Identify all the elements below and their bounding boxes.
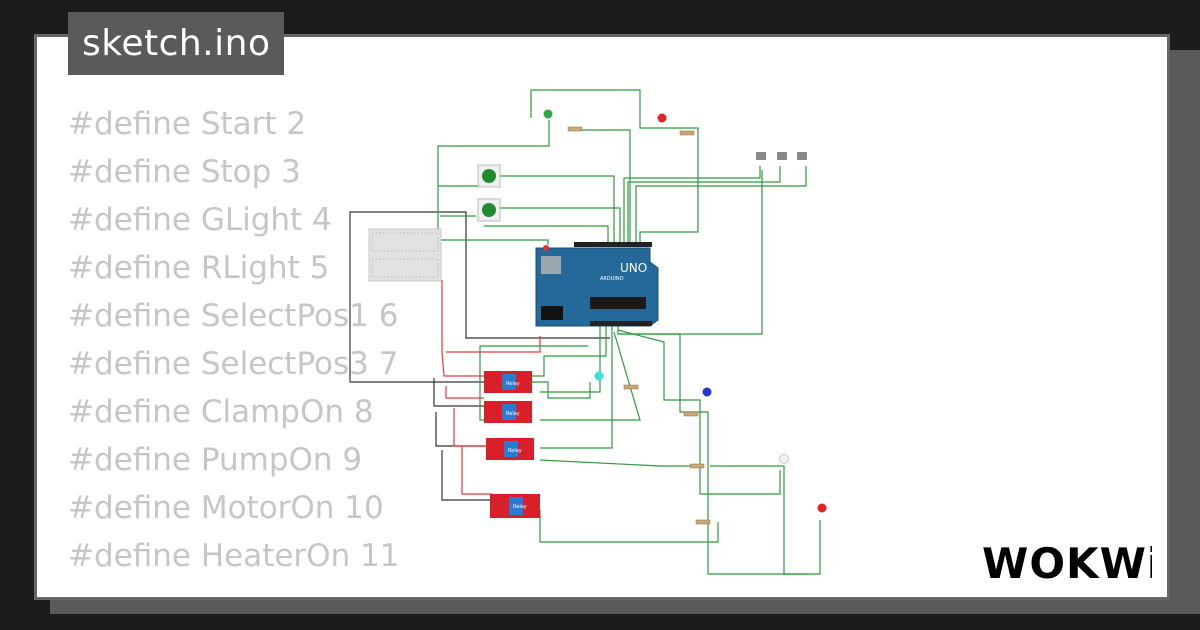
- relay-label: Relay: [506, 381, 520, 387]
- arduino-uno-board: UNO ARDUINO: [535, 242, 659, 327]
- code-line: #define MotorOn 10: [68, 490, 384, 526]
- code-line: #define SelectPos3 7: [68, 346, 399, 382]
- led-green: [543, 109, 553, 119]
- circuit-diagram: UNO ARDUINO Relay Relay Relay Relay: [349, 89, 827, 575]
- breadboard: [368, 228, 442, 282]
- led-blue: [702, 387, 712, 397]
- code-line: #define GLight 4: [68, 202, 332, 238]
- red-wires: [441, 280, 541, 495]
- relay-module-1: Relay: [484, 371, 532, 393]
- code-line: #define PumpOn 9: [68, 442, 363, 478]
- board-model-label: UNO: [620, 261, 647, 275]
- pushbutton-stop: [477, 198, 501, 222]
- code-line: #define Stop 3: [68, 154, 301, 190]
- relay-label: Relay: [508, 448, 522, 454]
- file-title-tab[interactable]: sketch.ino: [68, 12, 285, 75]
- relay-module-3: Relay: [486, 438, 534, 460]
- code-line: #define Start 2: [68, 106, 307, 142]
- relay-label: Relay: [513, 504, 527, 510]
- resistors: [567, 126, 711, 525]
- board-brand-label: ARDUINO: [600, 276, 624, 282]
- code-line: #define SelectPos1 6: [68, 298, 399, 334]
- code-line: #define RLight 5: [68, 250, 330, 286]
- relay-label: Relay: [506, 411, 520, 417]
- code-line: #define HeaterOn 11: [68, 538, 400, 574]
- led-white: [779, 454, 789, 464]
- relay-module-2: Relay: [484, 401, 532, 423]
- led-red: [657, 113, 667, 123]
- logo-text: WOKWi: [982, 540, 1152, 586]
- relay-module-4: Relay: [490, 494, 540, 518]
- led-red-2: [817, 503, 827, 513]
- pushbutton-start: [477, 164, 501, 188]
- wokwi-logo: WOKWi: [982, 540, 1152, 586]
- code-listing: #define Start 2 #define Stop 3 #define G…: [68, 102, 400, 582]
- slide-switches: [756, 152, 807, 160]
- led-cyan: [594, 371, 604, 381]
- code-line: #define ClampOn 8: [68, 394, 374, 430]
